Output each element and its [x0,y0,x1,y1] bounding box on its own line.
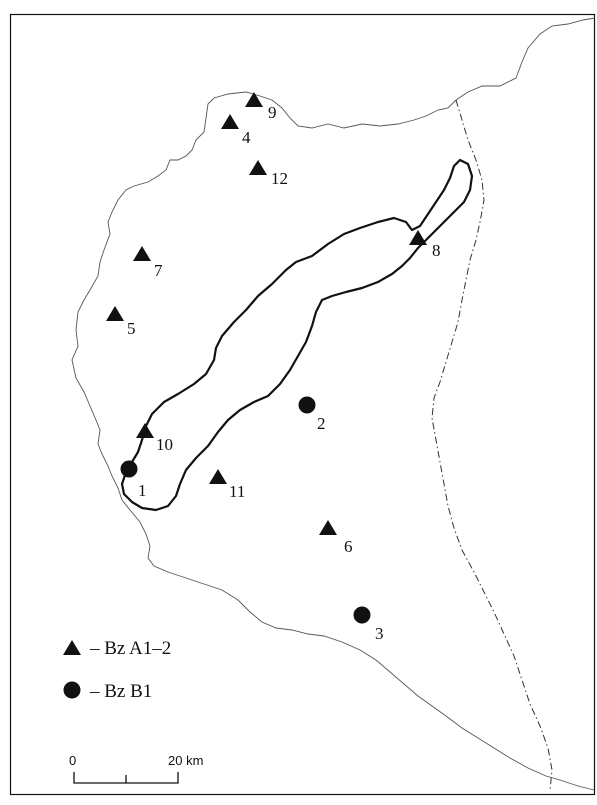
scale-end-label: 20 km [168,753,203,768]
site-label: 3 [375,624,384,643]
site-marker[interactable]: 5 [106,306,136,338]
study-area-outline [120,158,474,512]
legend-circle-icon [63,681,81,699]
site-label: 2 [317,414,326,433]
scale-start-label: 0 [69,753,76,768]
site-marker[interactable]: 8 [409,230,441,260]
triangle-marker [133,246,151,261]
triangle-marker [319,520,337,535]
sites-layer: 9 4 12 8 7 5 10 1 [106,92,441,643]
circle-marker [298,396,316,414]
admin-border [431,99,553,791]
legend-label-bz-a: – Bz A1–2 [89,638,171,659]
circle-marker [353,606,371,624]
map-frame-border [9,13,596,796]
site-label: 8 [432,241,441,260]
triangle-marker [409,230,427,245]
site-label: 10 [156,435,173,454]
site-marker[interactable]: 12 [249,160,288,188]
site-label: 5 [127,319,136,338]
site-marker[interactable]: 4 [221,114,251,147]
triangle-marker [249,160,267,175]
site-label: 6 [344,537,353,556]
scale-bar: 0 20 km [69,753,203,784]
map-legend: – Bz A1–2 – Bz B1 [63,638,171,702]
legend-label-bz-b: – Bz B1 [89,681,152,702]
site-marker[interactable]: 9 [245,92,277,122]
site-label: 7 [154,261,163,280]
site-label: 11 [229,482,245,501]
site-label: 12 [271,169,288,188]
site-label: 1 [138,481,147,500]
site-marker[interactable]: 6 [319,520,353,556]
legend-triangle-icon [63,640,81,655]
site-marker[interactable]: 7 [133,246,163,280]
site-marker[interactable]: 3 [353,606,384,644]
region-boundary [71,17,596,791]
site-marker[interactable]: 1 [120,460,147,501]
circle-marker [120,460,138,478]
scale-line [73,772,179,784]
site-marker[interactable]: 11 [209,469,245,501]
site-marker[interactable]: 2 [298,396,326,434]
triangle-marker [136,423,154,438]
site-label: 4 [242,128,251,147]
triangle-marker [106,306,124,321]
site-marker[interactable]: 10 [136,423,173,454]
triangle-marker [221,114,239,129]
triangle-marker [209,469,227,484]
triangle-marker [245,92,263,107]
site-label: 9 [268,103,277,122]
